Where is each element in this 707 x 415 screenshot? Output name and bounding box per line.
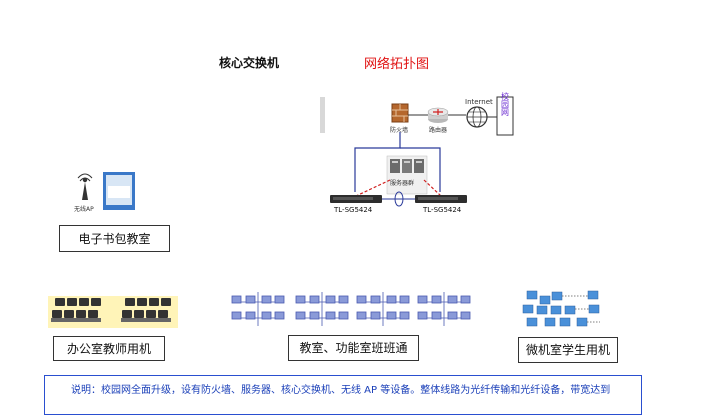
core-switch-title: 核心交换机 xyxy=(219,56,280,70)
switch-left-label: TL-SG5424 xyxy=(333,206,373,214)
ebook-device-icon xyxy=(103,172,135,210)
campus-net-label: 校园网 xyxy=(501,91,510,117)
router-icon xyxy=(427,107,449,123)
classrooms-label: 教室、功能室班班通 xyxy=(288,335,419,361)
topology-title: 网络拓扑图 xyxy=(364,57,430,72)
wireless-ap-icon xyxy=(77,173,93,200)
office-pcs-label: 办公室教师用机 xyxy=(53,336,165,361)
internet-label: Internet xyxy=(465,98,493,106)
switch-left-icon xyxy=(330,195,382,203)
firewall-label: 防火墙 xyxy=(390,126,408,134)
server-group-label: 服务器群 xyxy=(390,179,414,187)
campus-net-box xyxy=(496,96,514,136)
lab-pcs-icon xyxy=(522,290,600,327)
description-text: 说明：校园网全面升级，设有防火墙、服务器、核心交换机、无线 AP 等设备。整体线… xyxy=(71,385,611,396)
server-group-icon xyxy=(386,155,428,195)
ebook-classroom-label: 电子书包教室 xyxy=(59,225,170,252)
office-laptops-icon xyxy=(48,296,178,328)
switch-right-icon xyxy=(415,195,467,203)
router-label: 路由器 xyxy=(429,126,447,134)
firewall-icon xyxy=(391,103,409,123)
lab-pcs-label: 微机室学生用机 xyxy=(518,337,618,363)
wireless-ap-label: 无线AP xyxy=(74,205,94,213)
switch-right-label: TL-SG5424 xyxy=(422,206,462,214)
classroom-networks-icon xyxy=(231,292,471,326)
internet-globe-icon xyxy=(466,106,488,128)
description-note: 说明：校园网全面升级，设有防火墙、服务器、核心交换机、无线 AP 等设备。整体线… xyxy=(44,375,642,415)
topology-diagram: 防火墙 路由器 Internet 校园网 服务器群 TL-SG54 xyxy=(48,91,600,328)
divider-bar xyxy=(320,97,325,133)
